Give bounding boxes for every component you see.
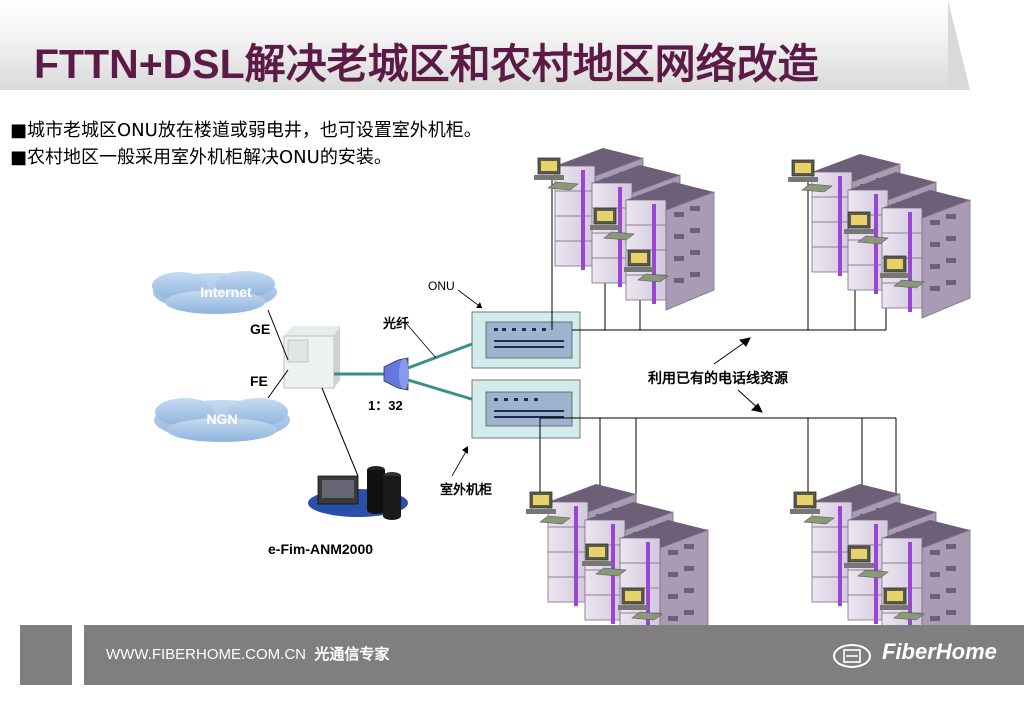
- fe-label: FE: [250, 373, 268, 389]
- cabinet-pointer: [451, 447, 469, 477]
- title-band: [0, 0, 970, 90]
- outdoor-cabinet-label: 室外机柜: [440, 482, 492, 497]
- bullet-item-1: ■城市老城区ONU放在楼道或弱电井，也可设置室外机柜。: [10, 120, 482, 141]
- onu-device: [471, 311, 581, 369]
- ngn-label: NGN: [206, 411, 237, 427]
- building-group-top-left: [533, 147, 715, 311]
- slide-title: FTTN+DSL解决老城区和农村地区网络改造: [34, 41, 819, 87]
- fiberhome-logo-icon: [833, 644, 871, 668]
- olt-rack: [283, 326, 340, 389]
- footer-url-text: WWW.FIBERHOME.COM.CN: [106, 646, 306, 663]
- phone-lines-arrows: [713, 337, 763, 413]
- footer: WWW.FIBERHOME.COM.CN 光通信专家 FiberHome: [0, 625, 1024, 685]
- footer-url: WWW.FIBERHOME.COM.CN 光通信专家: [106, 643, 389, 664]
- onu-label: ONU: [428, 279, 455, 293]
- nms-link: [321, 387, 359, 477]
- bullet-list: ■城市老城区ONU放在楼道或弱电井，也可设置室外机柜。 ■农村地区一般采用室外机…: [10, 117, 482, 171]
- fiber-label: 光纤: [382, 316, 409, 331]
- footer-slogan: 光通信专家: [314, 646, 390, 663]
- splitter-icon: [383, 357, 409, 391]
- nms-server-icon: [308, 466, 408, 520]
- footer-tab: [20, 625, 72, 685]
- splitter-ratio: 1：32: [368, 398, 403, 413]
- ge-label: GE: [250, 321, 270, 337]
- footer-brand: FiberHome: [882, 639, 997, 664]
- fe-link: [267, 369, 289, 399]
- building-group-bottom-left: [525, 483, 709, 625]
- building-group-bottom-right: [789, 483, 971, 625]
- building-group-top-right: [787, 153, 971, 319]
- outdoor-cabinet-device: [471, 379, 581, 439]
- phone-lines-label: 利用已有的电话线资源: [648, 370, 788, 386]
- ge-link: [267, 309, 289, 361]
- internet-cloud: Internet: [152, 271, 277, 314]
- nms-label: e-Fim-ANM2000: [268, 541, 373, 557]
- internet-label: Internet: [200, 284, 252, 300]
- network-diagram: Internet NGN GE FE 光纤 1：32: [152, 147, 971, 625]
- ngn-cloud: NGN: [154, 398, 290, 442]
- footer-bar: [84, 625, 1024, 685]
- fiber-pointer: [404, 321, 437, 359]
- bullet-item-2: ■农村地区一般采用室外机柜解决ONU的安装。: [10, 147, 392, 168]
